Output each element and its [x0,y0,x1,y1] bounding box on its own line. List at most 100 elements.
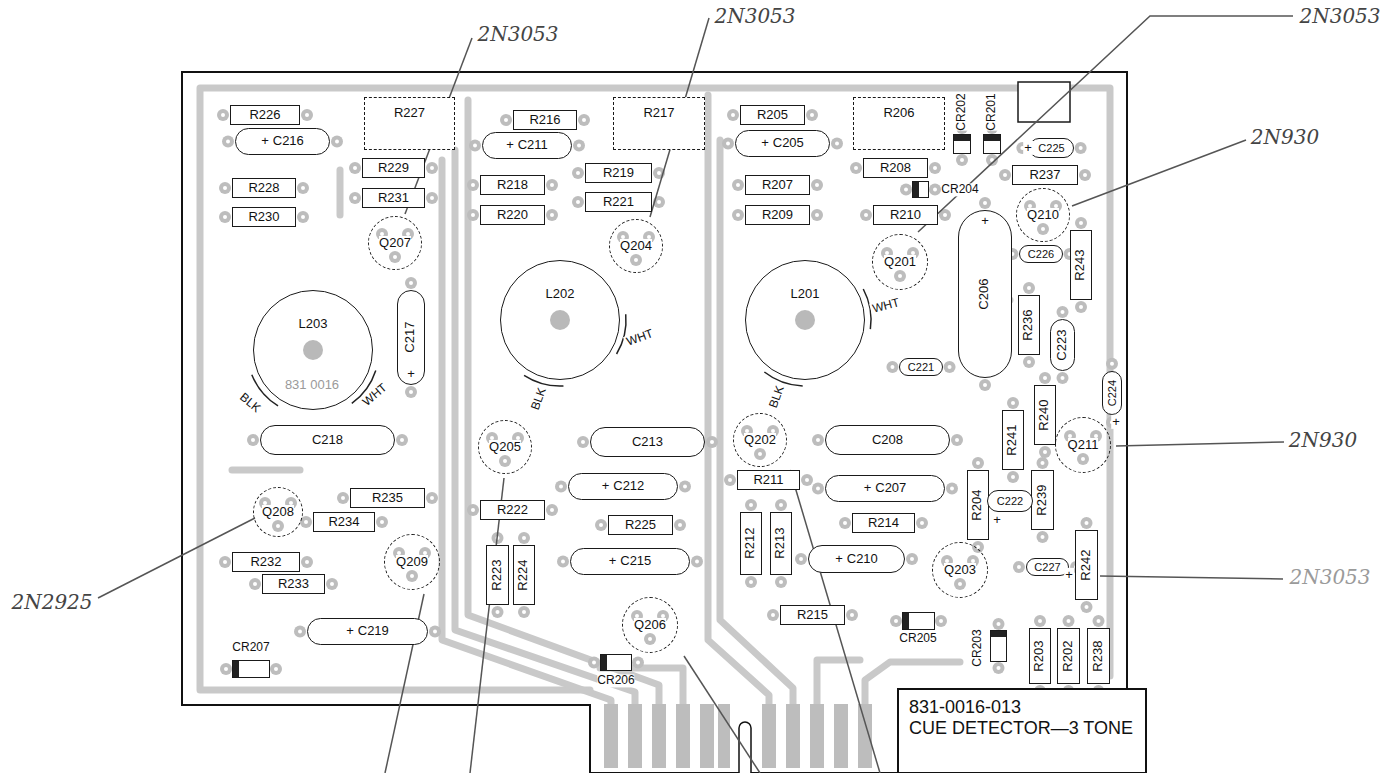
pad-ring [272,520,284,532]
solder-pad [1057,372,1069,384]
pad-ring [732,209,744,221]
label-group: R221 [603,195,634,209]
capacitor-oval: C218 [260,425,395,455]
solder-pad [578,114,590,126]
part-label: Q204 [620,239,652,253]
pad-hole [522,536,526,540]
resistor-box: R214 [852,513,915,533]
part-label: CR207 [232,641,269,654]
solder-pad [630,254,642,266]
solder-pad [429,626,441,638]
pad-ring [1013,561,1025,573]
pad-hole [305,113,309,117]
label-group: C208 [872,433,903,447]
resistor-box: R202 [1057,628,1079,684]
part-label: R235 [372,491,403,505]
capacitor-oval: +C211 [482,132,572,159]
polarity-mark: + [864,481,872,495]
solder-pad [222,136,234,148]
pad-hole [298,630,302,634]
pad-hole [380,520,384,524]
solder-pad [679,481,691,493]
cathode-band [954,135,970,141]
solder-pad [301,109,313,121]
label-group: R225 [625,518,656,532]
solder-pad [577,436,589,448]
solder-pad [426,162,438,174]
coil-outline: L201 [745,260,865,380]
capacitor-oval: C206+ [958,210,1012,378]
solder-pad [300,516,312,528]
solder-pad [839,517,851,529]
pad-hole [636,661,640,665]
pad-ring [555,481,567,493]
pad-ring [979,379,991,391]
pad-hole [779,580,783,584]
resistor-box: R237 [1012,165,1078,185]
connector-finger [676,704,690,768]
pad-hole [221,113,225,117]
label-group: C218 [312,433,343,447]
part-label: R202 [1061,640,1075,671]
pad-hole [728,478,732,482]
solder-pad [944,361,956,373]
resistor-box: R231 [362,188,425,208]
pad-ring [326,578,338,590]
label-group: L202 [546,287,575,301]
pad-ring [900,184,912,196]
pad-hole [634,258,638,262]
polarity-mark: + [1023,141,1033,155]
solder-pad [1075,217,1087,229]
pad-ring [247,434,259,446]
solder-pad [1063,615,1075,627]
transistor-outline: Q202 [733,413,787,467]
pad-hole [815,213,819,217]
pad-hole [223,186,227,190]
label-group: R242 [1079,549,1093,580]
label-group: R203 [1033,640,1047,671]
pad-hole [843,521,847,525]
part-label: R217 [643,106,674,120]
title-line: 831-0016-013 [909,698,1135,719]
resistor-box: R222 [480,500,545,520]
part-label: Q201 [884,255,916,269]
solder-pad [956,154,968,166]
part-number-note: 2N2925 [9,591,94,613]
resistor-box: R242 [1075,530,1097,600]
connector-finger [786,704,800,768]
polarity-mark: + [261,134,269,148]
pad-hole [504,118,508,122]
pad-ring [1075,142,1087,154]
pad-hole [335,140,339,144]
part-label: R243 [1074,249,1088,280]
pad-ring [811,209,823,221]
transistor-outline: Q211 [1055,417,1111,473]
part-label: CR203 [971,629,984,666]
pad-ring [220,663,232,675]
wire-color: BLK [528,384,550,414]
resistor-box: R239 [1031,470,1053,530]
resistor-box: R229 [362,158,425,178]
pad-hole [226,140,230,144]
pad-hole [305,560,309,564]
label-group: L201 [791,287,820,301]
label-group: R241 [1006,424,1020,455]
label-group: C225 [1038,142,1064,154]
label-group: Q207 [379,236,411,250]
pad-ring [1057,372,1069,384]
pad-hole [1110,362,1114,366]
wire-color: WHT [623,326,657,349]
capacitor-oval: +C205 [735,130,830,157]
pad-ring [297,182,309,194]
solder-pad [426,492,438,504]
pad-ring [906,553,918,565]
pad-hole [1061,310,1065,314]
diode-body [953,134,971,154]
pad-ring [219,182,231,194]
pad-hole [1097,619,1101,623]
part-label: Q210 [1027,208,1059,222]
solder-pad [632,657,644,669]
pad-ring [1079,169,1091,181]
part-label: C218 [312,433,343,447]
